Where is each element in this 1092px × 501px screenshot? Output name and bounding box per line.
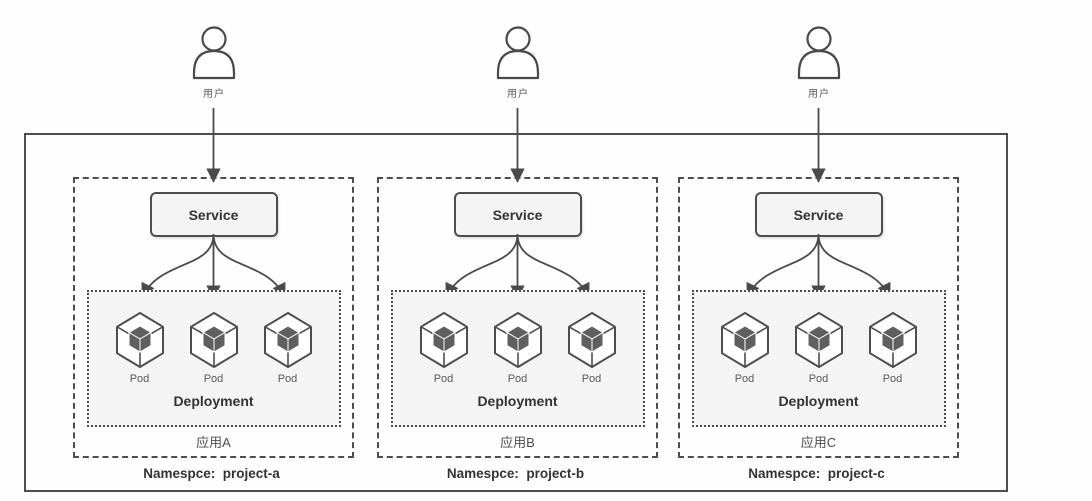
pod-label: Pod xyxy=(433,373,454,385)
user-group-a: 用户 xyxy=(184,26,244,100)
deployment-box: Pod Pod xyxy=(390,290,645,427)
pod-item: Pod xyxy=(115,312,165,385)
pod-icon xyxy=(868,312,917,368)
pod-icon xyxy=(794,312,843,368)
pod-label: Pod xyxy=(808,373,829,385)
service-to-pods-arrows xyxy=(746,233,891,300)
pods-row: Pod Pod xyxy=(115,312,313,385)
deployment-box: Pod Pod xyxy=(86,290,341,427)
pod-label: Pod xyxy=(581,373,602,385)
pods-row: Pod Pod xyxy=(419,312,617,385)
service-node: Service xyxy=(754,192,883,237)
pod-item: Pod xyxy=(868,312,918,385)
namespace-label: Namespce: project-c xyxy=(748,466,885,481)
namespace-label: Namespce: project-a xyxy=(143,466,280,481)
app-namespace-box-b: Service Pod xyxy=(377,177,658,458)
deployment-box: Pod Pod xyxy=(691,290,946,427)
pod-icon xyxy=(493,312,542,368)
app-namespace-box-a: Service Pod xyxy=(73,177,354,458)
user-group-c: 用户 xyxy=(789,26,849,100)
pod-item: Pod xyxy=(720,312,770,385)
pod-item: Pod xyxy=(419,312,469,385)
user-icon xyxy=(797,26,841,80)
pod-label: Pod xyxy=(507,373,528,385)
service-node: Service xyxy=(149,192,278,237)
user-label: 用户 xyxy=(203,89,225,100)
pod-icon xyxy=(189,312,238,368)
user-group-b: 用户 xyxy=(488,26,548,100)
user-label: 用户 xyxy=(808,89,830,100)
pod-item: Pod xyxy=(263,312,313,385)
deployment-label: Deployment xyxy=(778,393,859,409)
pod-icon xyxy=(263,312,312,368)
user-label: 用户 xyxy=(507,89,529,100)
pod-icon xyxy=(115,312,164,368)
app-namespace-box-c: Service Pod xyxy=(678,177,959,458)
pod-icon xyxy=(419,312,468,368)
service-node: Service xyxy=(453,192,582,237)
pod-icon xyxy=(720,312,769,368)
app-label: 应用B xyxy=(500,435,535,450)
pod-item: Pod xyxy=(189,312,239,385)
pod-item: Pod xyxy=(493,312,543,385)
cluster-box xyxy=(24,133,1008,492)
pod-label: Pod xyxy=(734,373,755,385)
app-label: 应用C xyxy=(800,435,837,450)
pod-label: Pod xyxy=(277,373,298,385)
service-to-pods-arrows xyxy=(445,233,590,300)
deployment-label: Deployment xyxy=(477,393,558,409)
pod-item: Pod xyxy=(567,312,617,385)
pod-label: Pod xyxy=(129,373,150,385)
service-to-pods-arrows xyxy=(141,233,286,300)
pod-label: Pod xyxy=(203,373,224,385)
user-icon xyxy=(192,26,236,80)
pod-icon xyxy=(567,312,616,368)
pod-item: Pod xyxy=(794,312,844,385)
app-label: 应用A xyxy=(196,435,231,450)
user-icon xyxy=(496,26,540,80)
pods-row: Pod Pod xyxy=(720,312,918,385)
pod-label: Pod xyxy=(882,373,903,385)
namespace-label: Namespce: project-b xyxy=(446,466,585,481)
deployment-label: Deployment xyxy=(173,393,254,409)
